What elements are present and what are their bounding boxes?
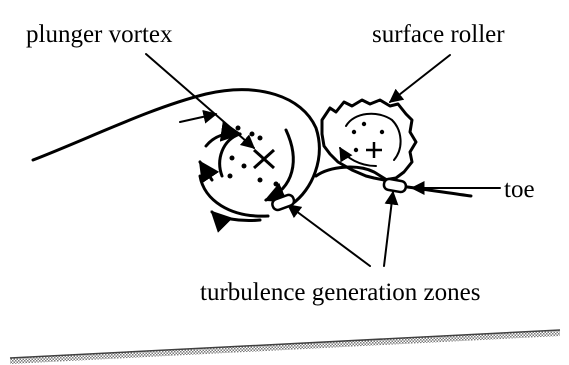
turbulence-zones-label: turbulence generation zones xyxy=(200,279,480,306)
plunger-vortex-center-icon xyxy=(254,150,274,168)
vortex-circulation-left xyxy=(220,134,240,176)
plunger-side-arrow xyxy=(200,162,212,180)
seabed xyxy=(10,330,560,364)
seabed-edge xyxy=(10,330,560,358)
turbulence-pointer-right xyxy=(384,192,393,266)
turbulence-pointer-left xyxy=(288,205,370,266)
roller-center-icon xyxy=(366,142,382,158)
wave-surface xyxy=(33,90,319,204)
outer-loop-arrow xyxy=(200,176,268,216)
surface-roller-label: surface roller xyxy=(372,21,505,48)
surface-roller-pointer xyxy=(390,55,450,102)
turbulence-zone-right xyxy=(383,178,407,193)
toe-label: toe xyxy=(504,176,535,203)
vortex-inflow-arrow xyxy=(180,114,216,122)
plunger-vortex-label: plunger vortex xyxy=(26,21,173,48)
roller-particles xyxy=(352,122,384,152)
